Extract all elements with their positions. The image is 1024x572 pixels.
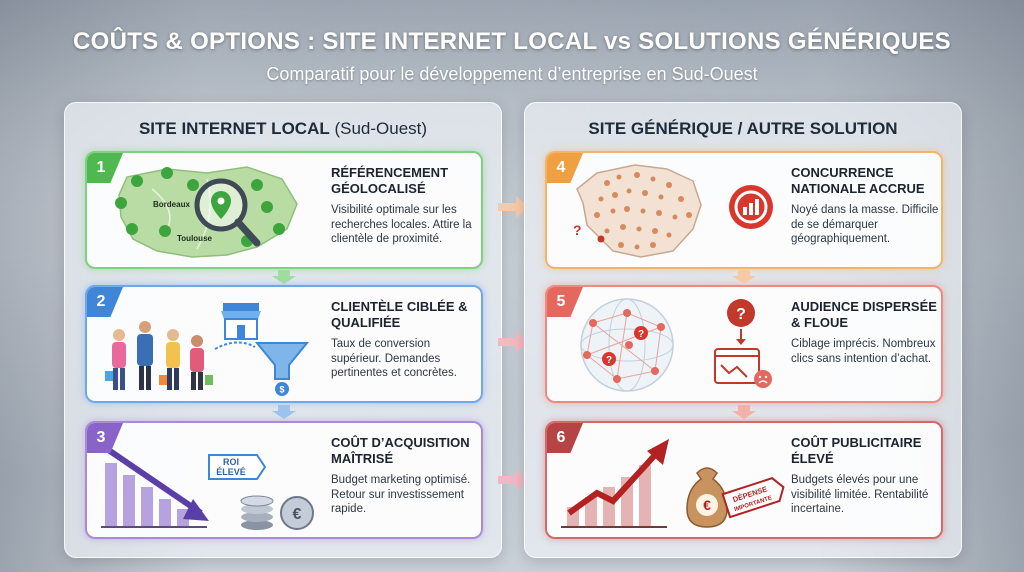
svg-text:?: ?	[606, 355, 612, 366]
svg-text:?: ?	[638, 329, 644, 340]
arrow-down-icon	[732, 270, 756, 284]
card-description: Noyé dans la masse. Difficile de se déma…	[791, 204, 939, 245]
card-title: COÛT D’ACQUISITION MAÎTRISÉ	[331, 435, 470, 466]
question-mark-icon: ?	[573, 222, 582, 238]
svg-text:?: ?	[736, 306, 746, 323]
arrow-right-icon	[498, 196, 528, 218]
card-title: COÛT PUBLICITAIRE ÉLEVÉ	[791, 435, 922, 466]
card-description: Visibilité optimale sur les recherches l…	[331, 204, 472, 245]
card-title: RÉFÉRENCEMENT GÉOLOCALISÉ	[331, 165, 449, 196]
people-icon	[105, 321, 213, 390]
local-panel-title: SITE INTERNET LOCAL (Sud-Ouest)	[65, 119, 501, 139]
local-panel-title-region: (Sud-Ouest)	[329, 119, 428, 138]
roi-tag-icon: ROI ÉLEVÉ	[208, 454, 267, 480]
card-description: Budgets élevés pour une visibilité limit…	[791, 474, 929, 515]
roi-tag-line2: ÉLEVÉ	[216, 467, 246, 477]
card-geolocated-seo: Bordeaux Toulouse RÉFÉRENCEMENT GÉOLOCAL…	[85, 151, 483, 269]
card-scattered-audience: ? ? ? AUDIENCE DISPERSÉE & FLOUE Ciblage…	[545, 285, 943, 403]
magnifier-icon	[194, 178, 261, 247]
globe-network-icon: ? ?	[580, 298, 674, 392]
svg-text:$: $	[279, 385, 284, 395]
map-label-toulouse: Toulouse	[177, 234, 213, 243]
card-description: Ciblage imprécis. Nombreux clics sans in…	[791, 338, 936, 365]
card-national-competition: ? CONCURRENCE NATIONALE ACCRUE Noyé dans…	[545, 151, 943, 269]
arrow-down-icon	[272, 270, 296, 284]
arrow-right-icon	[498, 469, 528, 491]
location-pin-icon	[115, 167, 285, 247]
card-title: CLIENTÈLE CIBLÉE & QUALIFIÉE	[331, 299, 468, 330]
expense-tag-icon: DÉPENSE IMPORTANTE	[721, 477, 785, 519]
customers-funnel-illustration: $	[105, 303, 310, 396]
arrow-down-icon	[272, 405, 296, 419]
declining-window-icon	[714, 348, 772, 388]
coins-icon: €	[240, 495, 314, 530]
card-description: Budget marketing optimisé. Retour sur in…	[331, 474, 471, 515]
competitor-dots	[594, 172, 692, 250]
card-title: CONCURRENCE NATIONALE ACCRUE	[791, 165, 925, 196]
roi-tag-line1: ROI	[223, 457, 239, 467]
rising-cost-illustration: € DÉPENSE IMPORTANTE	[561, 439, 785, 528]
card-controlled-acquisition-cost: ROI ÉLEVÉ € COÛT D’ACQUISITION MAÎTRISÉ …	[85, 421, 483, 539]
generic-panel-title: SITE GÉNÉRIQUE / AUTRE SOLUTION	[588, 119, 898, 138]
france-map-illustration: ?	[573, 164, 773, 258]
card-title: AUDIENCE DISPERSÉE & FLOUE	[791, 299, 937, 330]
target-chart-icon	[729, 185, 773, 229]
question-bubble-icon: ?	[727, 299, 755, 345]
decreasing-cost-illustration: ROI ÉLEVÉ €	[101, 446, 314, 530]
card-description: Taux de conversion supérieur. Demandes p…	[331, 338, 457, 379]
map-label-bordeaux: Bordeaux	[153, 200, 190, 209]
local-panel-title-bold: SITE INTERNET LOCAL	[138, 119, 330, 138]
svg-text:€: €	[293, 506, 302, 523]
arrow-right-icon	[498, 331, 528, 353]
globe-network-illustration: ? ? ?	[580, 298, 772, 392]
card-high-ad-cost: € DÉPENSE IMPORTANTE COÛT PUBLICITAIRE É…	[545, 421, 943, 539]
local-site-panel: SITE INTERNET LOCAL (Sud-Ouest) Bordeaux…	[64, 102, 502, 558]
up-arrow-icon	[647, 439, 669, 465]
svg-text:€: €	[703, 497, 711, 513]
page-subtitle: Comparatif pour le développement d’entre…	[266, 64, 758, 84]
card-targeted-clientele: $ CLIENTÈLE CIBLÉE & QUALIFIÉE Taux de c…	[85, 285, 483, 403]
arrow-down-icon	[732, 405, 756, 419]
money-bag-icon: €	[686, 467, 728, 528]
storefront-icon	[221, 303, 261, 340]
funnel-icon: $	[254, 342, 310, 396]
generic-site-panel: SITE GÉNÉRIQUE / AUTRE SOLUTION ? CONCUR…	[524, 102, 962, 558]
page-title: COÛTS & OPTIONS : SITE INTERNET LOCAL vs…	[73, 28, 951, 55]
southwest-map-illustration: Bordeaux Toulouse	[115, 166, 298, 258]
down-arrow-icon	[183, 499, 209, 521]
